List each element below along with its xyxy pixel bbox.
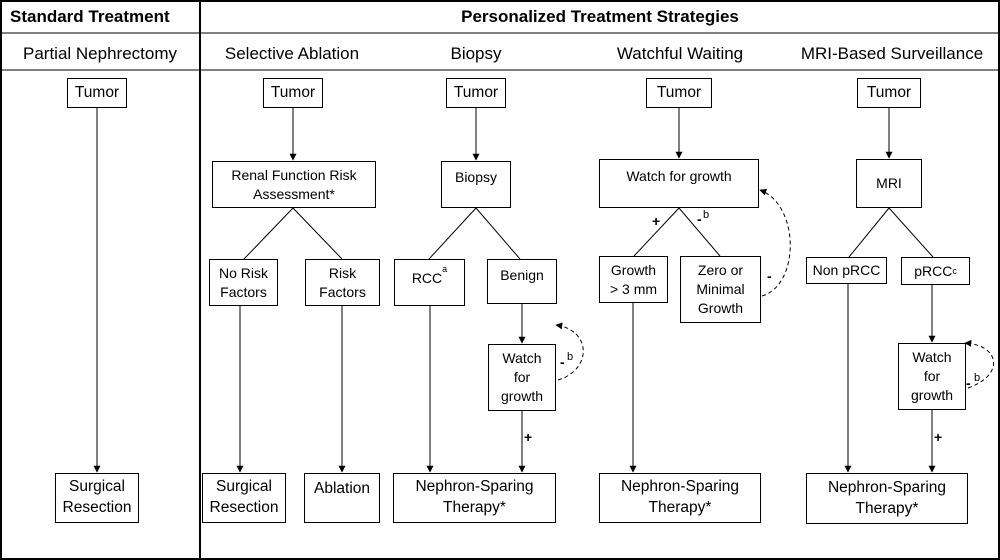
ww-nephron-sparing-therapy-node: Nephron-Sparing Therapy* (599, 473, 761, 523)
mri-branch-right (888, 207, 934, 258)
bx-b-label: b (567, 351, 574, 363)
sa-surgical-resection-node: Surgical Resection (202, 473, 286, 523)
column-title-watchful-waiting: Watchful Waiting (616, 44, 744, 63)
mri-loop (964, 339, 995, 389)
sa-no-risk-factors-node: No Risk Factors (209, 259, 278, 306)
ww-minus-label: - (697, 211, 702, 227)
mri-plus-label: + (934, 429, 943, 445)
bx-biopsy-node: Biopsy (441, 161, 511, 208)
ww-watch-for-growth-node: Watch for growth (599, 159, 759, 208)
mri-tumor-node: Tumor (857, 78, 921, 108)
column-title-mri-surveillance: MRI-Based Surveillance (800, 44, 984, 63)
sa-tumor-node: Tumor (263, 78, 323, 108)
ww-b-label: b (703, 209, 710, 221)
mri-branch-left (848, 207, 890, 258)
bx-watch-for-growth-node: Watch for growth (488, 344, 556, 411)
standard-treatment-header: Standard Treatment (10, 7, 170, 26)
ww-tumor-node: Tumor (646, 78, 712, 108)
ww-branch-right (678, 207, 721, 257)
mri-nephron-sparing-therapy-node: Nephron-Sparing Therapy* (806, 473, 968, 524)
mri-b-label: b (974, 372, 981, 384)
column-title-selective-ablation: Selective Ablation (224, 44, 360, 63)
ww-loop (759, 188, 791, 297)
bx-tumor-node: Tumor (446, 78, 506, 108)
bx-plus-label: + (524, 429, 533, 445)
sa-risk-factors-node: Risk Factors (305, 259, 380, 306)
bx-loop (555, 322, 584, 381)
bx-branch-left (428, 207, 477, 260)
ww-minimal-growth-node: Zero or Minimal Growth (680, 256, 761, 323)
mri-prcc-label: pRCC (914, 262, 953, 279)
pn-surgical-resection-node: Surgical Resection (55, 473, 139, 523)
bx-nephron-sparing-therapy-node: Nephron-Sparing Therapy* (393, 473, 556, 523)
column-title-biopsy: Biopsy (450, 44, 502, 63)
sa-risk-assessment-node: Renal Function Risk Assessment* (212, 161, 376, 208)
ww-loop-minus-label: - (767, 268, 772, 284)
ww-plus-label: + (652, 213, 661, 229)
sa-branch-left (243, 207, 294, 260)
bx-branch-right (475, 207, 521, 260)
bx-minus-label: - (560, 354, 565, 370)
pn-tumor-node: Tumor (67, 78, 127, 108)
personalized-strategies-header: Personalized Treatment Strategies (461, 7, 739, 26)
ww-branch-left (633, 207, 680, 257)
column-title-partial-nephrectomy: Partial Nephrectomy (22, 44, 177, 63)
mri-minus-label: - (966, 375, 971, 391)
bx-benign-node: Benign (487, 259, 557, 304)
sa-branch-right (292, 207, 343, 260)
mri-watch-for-growth-node: Watch for growth (898, 343, 966, 410)
mri-non-prcc-node: Non pRCC (806, 257, 887, 284)
ww-growth-node: Growth > 3 mm (599, 256, 668, 303)
bx-rcc-label: RCC (411, 270, 443, 286)
mri-mri-node: MRI (856, 159, 922, 208)
sa-ablation-node: Ablation (304, 473, 380, 523)
